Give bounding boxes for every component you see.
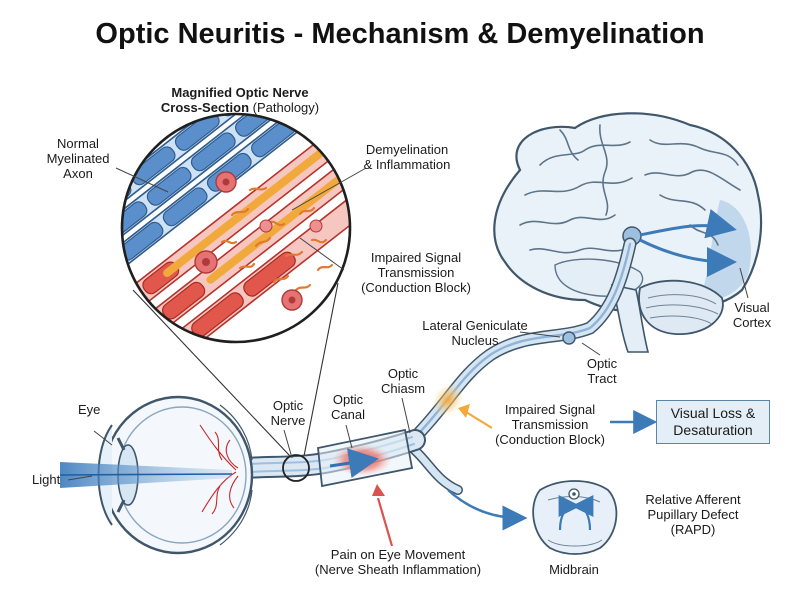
label-lgn: Lateral Geniculate Nucleus [412, 318, 538, 348]
label-visual-cortex-1: Visual [734, 300, 770, 315]
inflammatory-cells [194, 171, 323, 311]
label-optic-canal: Optic Canal [318, 392, 378, 422]
inset-connector-right [303, 282, 339, 457]
impaired-signal-arrow [465, 411, 493, 429]
myelin-debris [220, 186, 334, 292]
outcome-box-line2: Desaturation [673, 422, 753, 438]
label-impaired-inset-3: (Conduction Block) [361, 280, 471, 295]
label-optic-canal-1: Optic [332, 392, 364, 407]
label-optic-tract-1: Optic [586, 356, 618, 371]
label-eye: Eye [78, 402, 101, 417]
label-optic-nerve-2: Nerve [270, 413, 306, 428]
magnified-inset [120, 112, 352, 344]
label-impaired-main-1: Impaired Signal [504, 402, 596, 417]
label-impaired-inset-1: Impaired Signal [370, 250, 462, 265]
inset-heading-line1: Magnified Optic Nerve [171, 85, 309, 100]
demyelinated-axons [122, 122, 350, 342]
label-normal-axon: Normal Myelinated Axon [28, 136, 128, 181]
label-demyelination: Demyelination & Inflammation [342, 142, 472, 172]
label-optic-tract-2: Tract [587, 371, 617, 386]
label-optic-tract: Optic Tract [574, 356, 630, 386]
optic-pathway [234, 237, 637, 531]
label-pain-2: (Nerve Sheath Inflammation) [314, 562, 482, 577]
label-normal-axon-1: Normal [57, 136, 99, 151]
label-optic-nerve: Optic Nerve [258, 398, 318, 428]
label-light: Light [32, 472, 61, 487]
label-optic-chiasm-1: Optic [387, 366, 419, 381]
label-visual-cortex-2: Cortex [732, 315, 772, 330]
label-normal-axon-3: Axon [63, 166, 93, 181]
inset-heading-suffix: (Pathology) [249, 100, 320, 115]
label-optic-nerve-1: Optic [272, 398, 304, 413]
label-impaired-main-3: (Conduction Block) [495, 432, 605, 447]
label-impaired-main: Impaired Signal Transmission (Conduction… [482, 402, 618, 447]
brain [493, 112, 763, 353]
label-rapd-1: Relative Afferent [645, 492, 741, 507]
label-rapd: Relative Afferent Pupillary Defect (RAPD… [626, 492, 760, 537]
label-rapd-3: (RAPD) [670, 522, 716, 537]
label-midbrain: Midbrain [549, 562, 599, 577]
label-impaired-main-2: Transmission [511, 417, 589, 432]
inset-heading-line2: Cross-Section [160, 100, 250, 115]
label-optic-chiasm: Optic Chiasm [372, 366, 434, 396]
inset-heading: Magnified Optic Nerve Cross-Section (Pat… [130, 85, 350, 115]
outcome-box: Visual Loss & Desaturation [656, 400, 770, 444]
label-demyelination-2: & Inflammation [363, 157, 451, 172]
label-visual-cortex: Visual Cortex [722, 300, 782, 330]
eye [59, 395, 254, 555]
label-optic-canal-2: Canal [331, 407, 365, 422]
label-optic-chiasm-2: Chiasm [380, 381, 426, 396]
label-lgn-1: Lateral Geniculate [422, 318, 528, 333]
label-pain-1: Pain on Eye Movement [330, 547, 466, 562]
label-impaired-inset: Impaired Signal Transmission (Conduction… [348, 250, 484, 295]
normal-axons [122, 114, 316, 298]
midbrain [532, 480, 618, 555]
pain-arrow [376, 497, 394, 547]
label-lgn-2: Nucleus [451, 333, 499, 348]
label-pain: Pain on Eye Movement (Nerve Sheath Infla… [300, 547, 496, 577]
page-title: Optic Neuritis - Mechanism & Demyelinati… [95, 18, 705, 50]
label-rapd-2: Pupillary Defect [647, 507, 739, 522]
label-normal-axon-2: Myelinated [46, 151, 110, 166]
outcome-box-line1: Visual Loss & [670, 405, 756, 421]
label-demyelination-1: Demyelination [365, 142, 449, 157]
label-impaired-inset-2: Transmission [377, 265, 455, 280]
inset-connector-left [132, 289, 291, 457]
